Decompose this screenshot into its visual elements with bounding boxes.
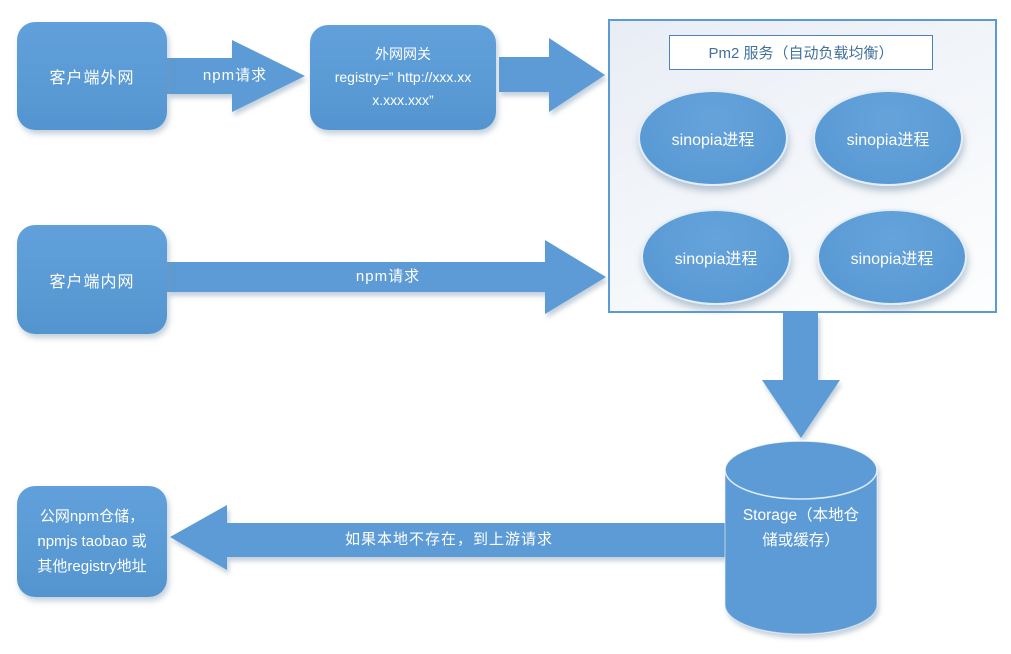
storage-label: Storage（本地仓 储或缓存） xyxy=(721,503,881,553)
client-internal-label: 客户端内网 xyxy=(49,273,135,291)
sinopia-process-label: sinopia进程 xyxy=(674,251,758,268)
sinopia-process-node-2: sinopia进程 xyxy=(813,90,963,186)
gateway-registry-line2: x.xxx.xxx” xyxy=(372,92,434,108)
sinopia-process-node-3: sinopia进程 xyxy=(641,209,791,305)
public-registry-node: 公网npm仓储， npmjs taobao 或 其他registry地址 xyxy=(17,486,167,597)
storage-label-line1: Storage（本地仓 xyxy=(742,507,860,524)
client-internal-node: 客户端内网 xyxy=(17,225,167,334)
npm-request-external-arrow-label: npm请求 xyxy=(202,67,268,84)
public-registry-line1: 公网npm仓储， xyxy=(39,508,145,525)
public-registry-line2: npmjs taobao 或 xyxy=(37,533,147,550)
storage-cylinder xyxy=(724,440,878,635)
sinopia-process-label: sinopia进程 xyxy=(850,251,934,268)
pm2-service-container: Pm2 服务（自动负载均衡） sinopia进程 sinopia进程 sinop… xyxy=(608,19,997,313)
npm-request-internal-arrow xyxy=(167,240,606,314)
sinopia-process-node-1: sinopia进程 xyxy=(638,90,788,186)
npm-request-internal-arrow-label: npm请求 xyxy=(355,268,421,285)
gateway-title: 外网网关 xyxy=(375,46,431,62)
storage-to-upstream-arrow xyxy=(170,505,726,570)
pm2-title-box: Pm2 服务（自动负载均衡） xyxy=(669,35,933,70)
public-registry-line3: 其他registry地址 xyxy=(37,558,147,575)
pm2-title-label: Pm2 服务（自动负载均衡） xyxy=(708,45,894,62)
client-external-node: 客户端外网 xyxy=(17,22,167,130)
gateway-registry-line1: registry=” http://xxx.xx xyxy=(334,69,472,85)
upstream-request-arrow-label: 如果本地不存在，到上游请求 xyxy=(344,531,553,548)
client-external-label: 客户端外网 xyxy=(49,70,135,87)
pm2-to-storage-arrow xyxy=(762,313,840,438)
sinopia-process-node-4: sinopia进程 xyxy=(817,209,967,305)
storage-label-line2: 储或缓存） xyxy=(762,532,840,549)
gateway-node: 外网网关 registry=” http://xxx.xx x.xxx.xxx” xyxy=(310,25,496,130)
sinopia-process-label: sinopia进程 xyxy=(671,132,755,149)
sinopia-process-label: sinopia进程 xyxy=(846,132,930,149)
npm-request-external-arrow xyxy=(167,40,305,112)
gateway-to-pm2-arrow xyxy=(499,38,605,112)
